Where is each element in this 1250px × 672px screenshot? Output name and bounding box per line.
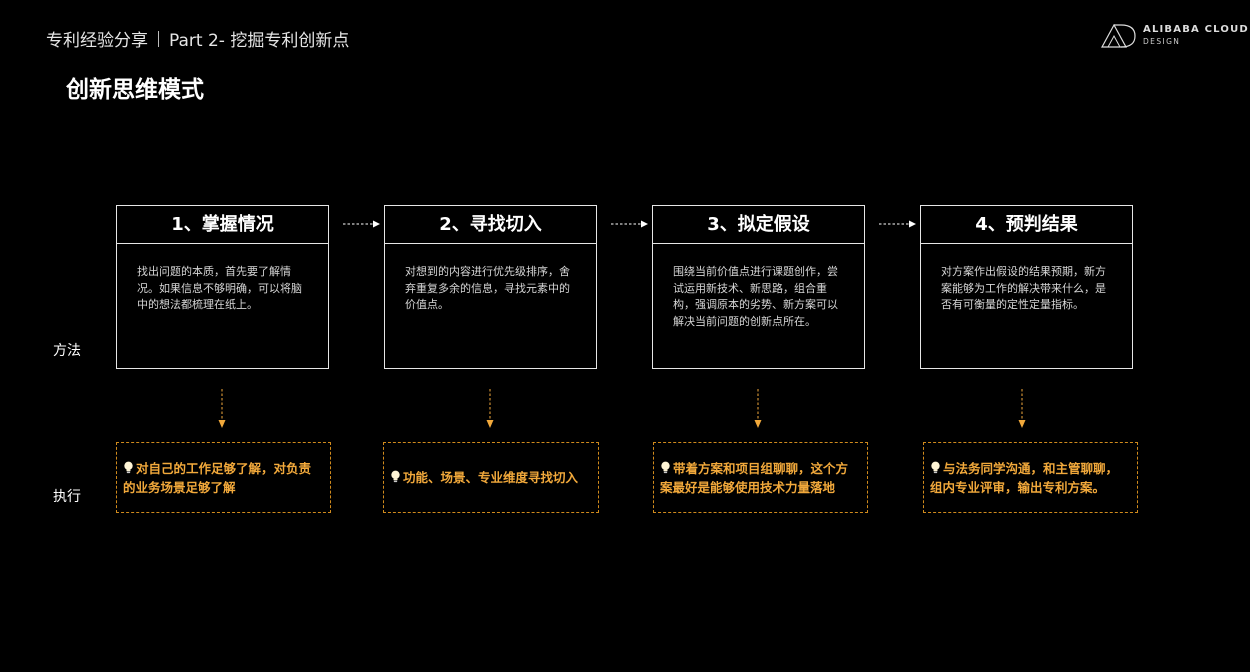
execute-box-4: 与法务同学沟通，和主管聊聊，组内专业评审，输出专利方案。 [923,442,1138,513]
dashed-down-arrow-icon [1018,389,1026,428]
page-title: 创新思维模式 [66,77,204,103]
step-title: 4、预判结果 [921,206,1132,244]
dashed-arrow-icon [879,220,916,228]
step-desc: 对想到的内容进行优先级排序，舍弃重复多余的信息，寻找元素中的价值点。 [405,265,570,311]
logo-mark-icon [1101,24,1136,48]
alibaba-cloud-design-logo: ALIBABA CLOUD DESIGN [1101,24,1249,48]
step-desc: 找出问题的本质，首先要了解情况。如果信息不够明确，可以将脑中的想法都梳理在纸上。 [137,265,302,311]
step-box-3: 3、拟定假设 围绕当前价值点进行课题创作，尝试运用新技术、新思路，组合重构，强调… [652,205,865,369]
lightbulb-icon [661,461,670,473]
dashed-down-arrow-icon [486,389,494,428]
step-desc: 对方案作出假设的结果预期，新方案能够为工作的解决带来什么，是否有可衡量的定性定量… [941,265,1106,311]
dashed-arrow-icon [343,220,380,228]
header-section: 专利经验分享 [46,31,148,51]
dashed-down-arrow-icon [754,389,762,428]
step-box-4: 4、预判结果 对方案作出假设的结果预期，新方案能够为工作的解决带来什么，是否有可… [920,205,1133,369]
header-divider [158,30,159,47]
execute-box-2: 功能、场景、专业维度寻找切入 [383,442,599,513]
row-label-execute: 执行 [53,489,81,505]
row-label-method: 方法 [53,343,81,359]
execute-text: 功能、场景、专业维度寻找切入 [403,470,579,485]
execute-box-1: 对自己的工作足够了解，对负责的业务场景足够了解 [116,442,331,513]
logo-line1: ALIBABA CLOUD [1143,24,1249,35]
execute-text: 对自己的工作足够了解，对负责的业务场景足够了解 [123,460,312,495]
step-title: 1、掌握情况 [117,206,328,244]
header-part: Part 2- 挖掘专利创新点 [169,31,350,51]
dashed-down-arrow-icon [218,389,226,428]
lightbulb-icon [931,461,940,473]
execute-text: 带着方案和项目组聊聊，这个方案最好是能够使用技术力量落地 [660,460,849,495]
step-box-1: 1、掌握情况 找出问题的本质，首先要了解情况。如果信息不够明确，可以将脑中的想法… [116,205,329,369]
step-title: 3、拟定假设 [653,206,864,244]
header: 专利经验分享 Part 2- 挖掘专利创新点 [46,26,349,51]
execute-box-3: 带着方案和项目组聊聊，这个方案最好是能够使用技术力量落地 [653,442,868,513]
step-box-2: 2、寻找切入 对想到的内容进行优先级排序，舍弃重复多余的信息，寻找元素中的价值点… [384,205,597,369]
logo-line2: DESIGN [1143,37,1181,46]
execute-text: 与法务同学沟通，和主管聊聊，组内专业评审，输出专利方案。 [930,460,1119,495]
step-title: 2、寻找切入 [385,206,596,244]
lightbulb-icon [124,461,133,473]
step-desc: 围绕当前价值点进行课题创作，尝试运用新技术、新思路，组合重构，强调原本的劣势、新… [673,265,838,328]
dashed-arrow-icon [611,220,648,228]
lightbulb-icon [391,470,400,483]
